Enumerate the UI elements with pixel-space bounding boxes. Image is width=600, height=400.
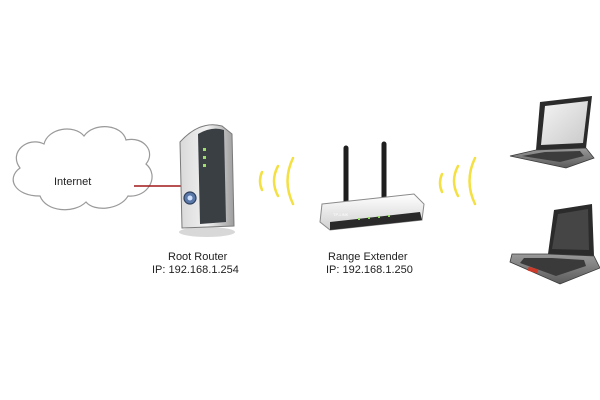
internet-cloud-icon <box>13 127 152 210</box>
range-extender-name: Range Extender <box>328 251 408 264</box>
wifi-signal-icon <box>440 158 475 204</box>
root-router-icon <box>179 125 235 237</box>
laptop-icon <box>510 96 594 168</box>
laptop-icon <box>510 204 600 284</box>
range-extender-icon: TP-LINK <box>320 144 424 230</box>
internet-label: Internet <box>54 176 91 189</box>
extender-brand-logo: TP-LINK <box>333 212 349 217</box>
root-router-ip: IP: 192.168.1.254 <box>152 264 239 277</box>
wifi-signal-icon <box>260 158 293 204</box>
root-router-name: Root Router <box>168 251 227 264</box>
range-extender-ip: IP: 192.168.1.250 <box>326 264 413 277</box>
